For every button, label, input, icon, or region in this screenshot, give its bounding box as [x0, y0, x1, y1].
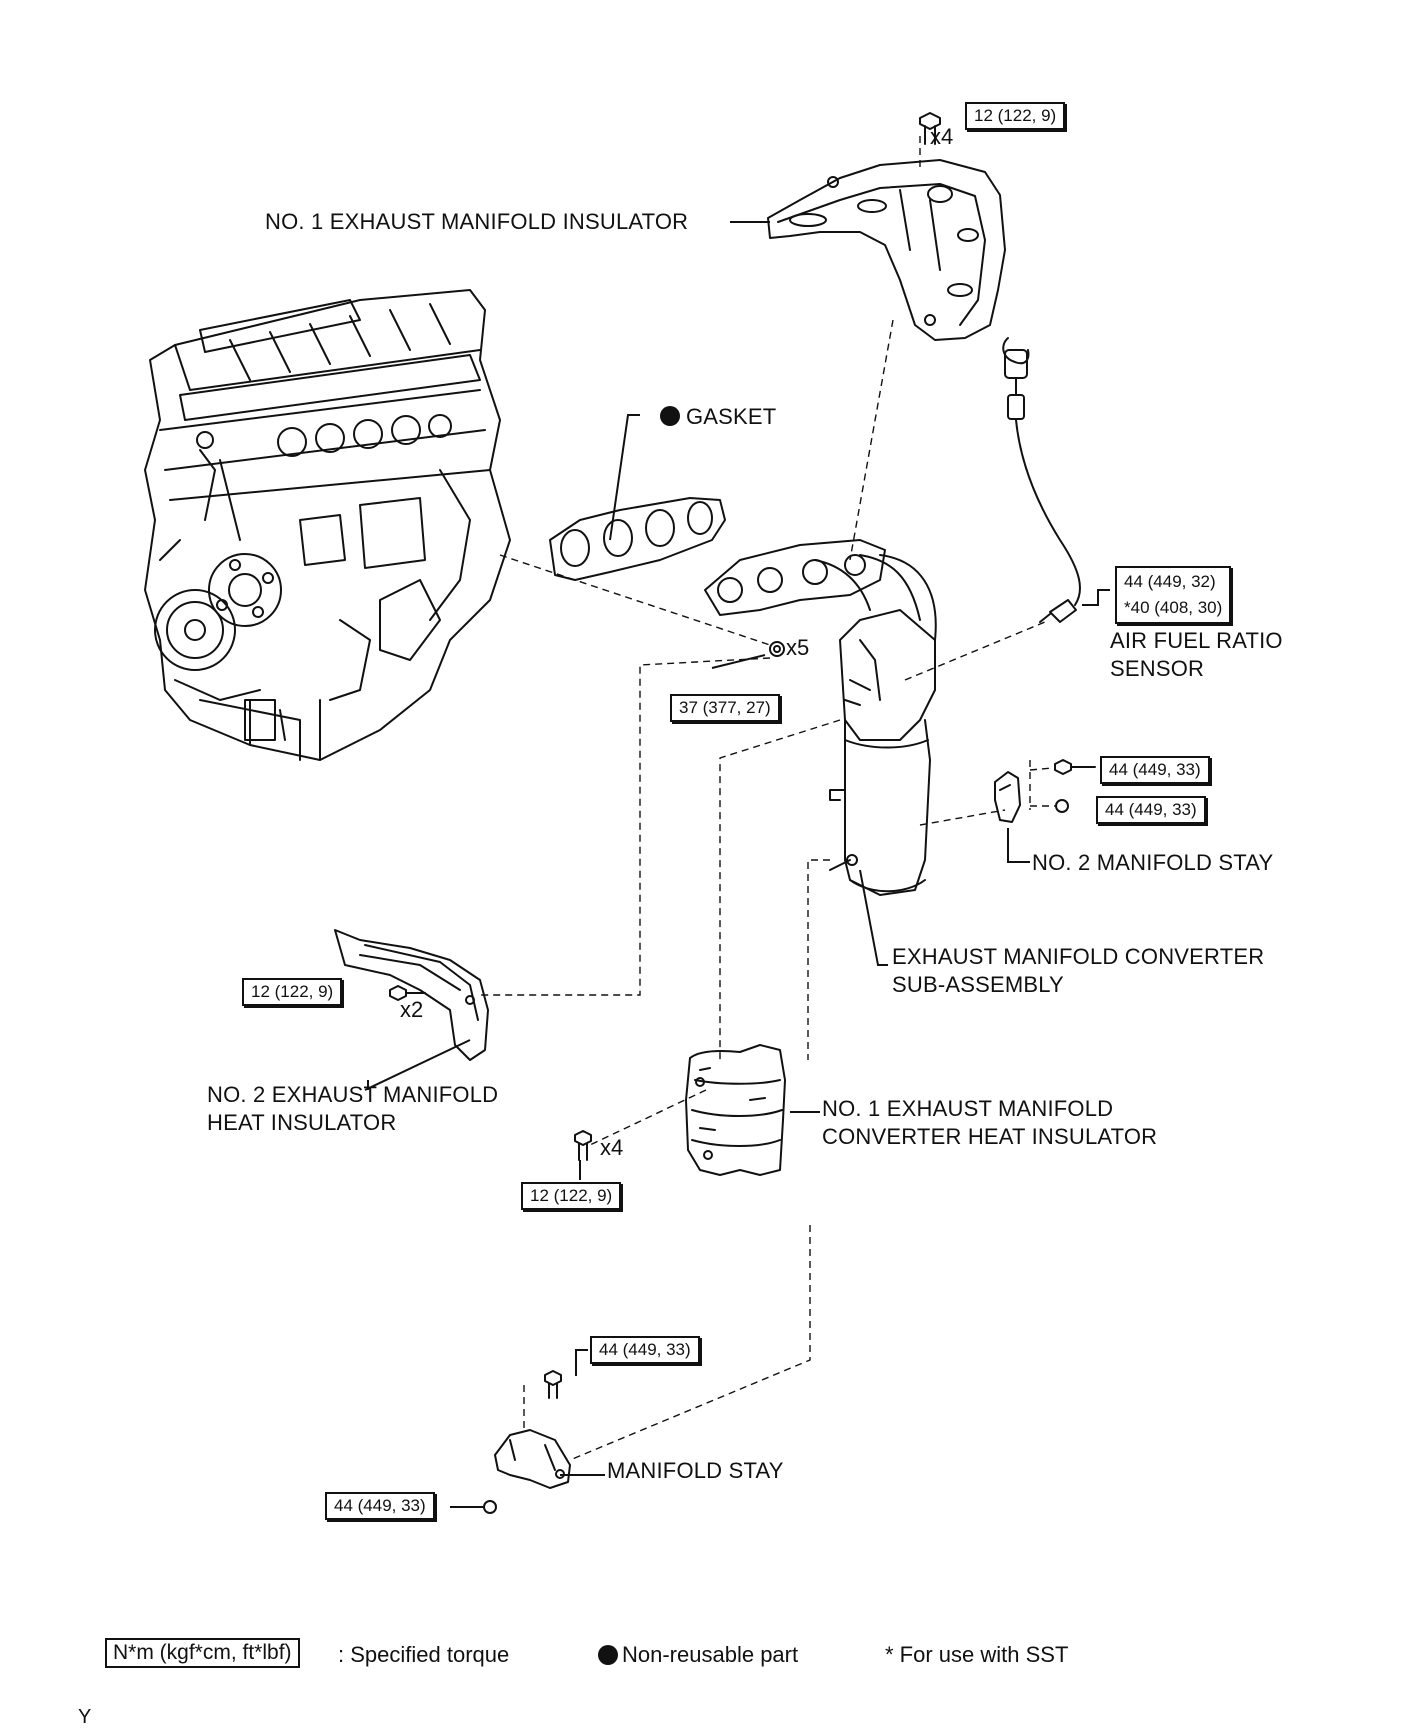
- legend-nonreusable: Non-reusable part: [598, 1638, 798, 1672]
- label-air-fuel-ratio-sensor-line1: AIR FUEL RATIO: [1110, 628, 1283, 653]
- qty-heat-insulator2-bolts: x2: [400, 997, 424, 1022]
- label-manifold-stay: MANIFOLD STAY: [607, 1458, 784, 1483]
- engine-block-drawing: [144, 289, 511, 761]
- torque-manifold-nut: 37 (377, 27): [670, 694, 780, 722]
- air-fuel-ratio-sensor-drawing: [1002, 337, 1081, 623]
- manifold-nut-drawing: [769, 641, 785, 657]
- label-no1-converter-heat-insulator-line2: CONVERTER HEAT INSULATOR: [822, 1124, 1158, 1149]
- no1-converter-heat-insulator-drawing: [574, 1044, 786, 1176]
- exhaust-manifold-converter-drawing: [704, 539, 937, 896]
- legend-torque-description: : Specified torque: [338, 1642, 510, 1667]
- torque-insulator-bolt: 12 (122, 9): [965, 102, 1066, 130]
- no2-heat-insulator-drawing: [334, 929, 489, 1061]
- legend-sst-note: * For use with SST: [885, 1642, 1069, 1667]
- label-no1-exhaust-manifold-insulator: NO. 1 EXHAUST MANIFOLD INSULATOR: [265, 209, 689, 234]
- torque-air-fuel-sensor-sst: *40 (408, 30): [1124, 598, 1223, 617]
- gasket-nonreusable-dot: [660, 406, 680, 426]
- torque-no2-stay-nut: 44 (449, 33): [1096, 796, 1206, 824]
- torque-manifold-stay-nut: 44 (449, 33): [325, 1492, 435, 1520]
- manifold-insulator-drawing: [767, 112, 1006, 341]
- torque-manifold-stay-bolt: 44 (449, 33): [590, 1336, 700, 1364]
- legend-torque-unit-box: N*m (kgf*cm, ft*lbf): [105, 1638, 300, 1668]
- no2-manifold-stay-drawing: [994, 759, 1096, 823]
- corner-mark: Y: [78, 1706, 92, 1728]
- qty-converter-insulator-bolts: x4: [600, 1135, 624, 1160]
- qty-insulator-bolts: x4: [930, 124, 954, 149]
- label-no2-manifold-stay: NO. 2 MANIFOLD STAY: [1032, 850, 1274, 875]
- torque-converter-insulator-bolt: 12 (122, 9): [521, 1182, 622, 1210]
- torque-no2-stay-bolt: 44 (449, 33): [1100, 756, 1210, 784]
- torque-heat-insulator2-bolt: 12 (122, 9): [242, 978, 343, 1006]
- torque-air-fuel-sensor: 44 (449, 32) *40 (408, 30): [1115, 566, 1232, 624]
- label-air-fuel-ratio-sensor-line2: SENSOR: [1110, 656, 1205, 681]
- assembly-dashed-lines: [480, 136, 1055, 1461]
- label-exhaust-manifold-converter-line2: SUB-ASSEMBLY: [892, 972, 1064, 997]
- torque-air-fuel-sensor-standard: 44 (449, 32): [1124, 572, 1216, 591]
- label-exhaust-manifold-converter-line1: EXHAUST MANIFOLD CONVERTER: [892, 944, 1265, 969]
- legend-nonreusable-dot: [598, 1645, 618, 1665]
- label-gasket: GASKET: [686, 404, 777, 429]
- gasket-drawing: [549, 497, 726, 581]
- qty-manifold-nuts: x5: [786, 635, 810, 660]
- label-no2-heat-insulator-line2: HEAT INSULATOR: [207, 1110, 397, 1135]
- leader-lines: [364, 221, 1110, 1508]
- manifold-stay-drawing: [483, 1370, 571, 1514]
- label-no2-heat-insulator-line1: NO. 2 EXHAUST MANIFOLD: [207, 1082, 499, 1107]
- label-no1-converter-heat-insulator-line1: NO. 1 EXHAUST MANIFOLD: [822, 1096, 1114, 1121]
- legend-nonreusable-text: Non-reusable part: [622, 1642, 799, 1667]
